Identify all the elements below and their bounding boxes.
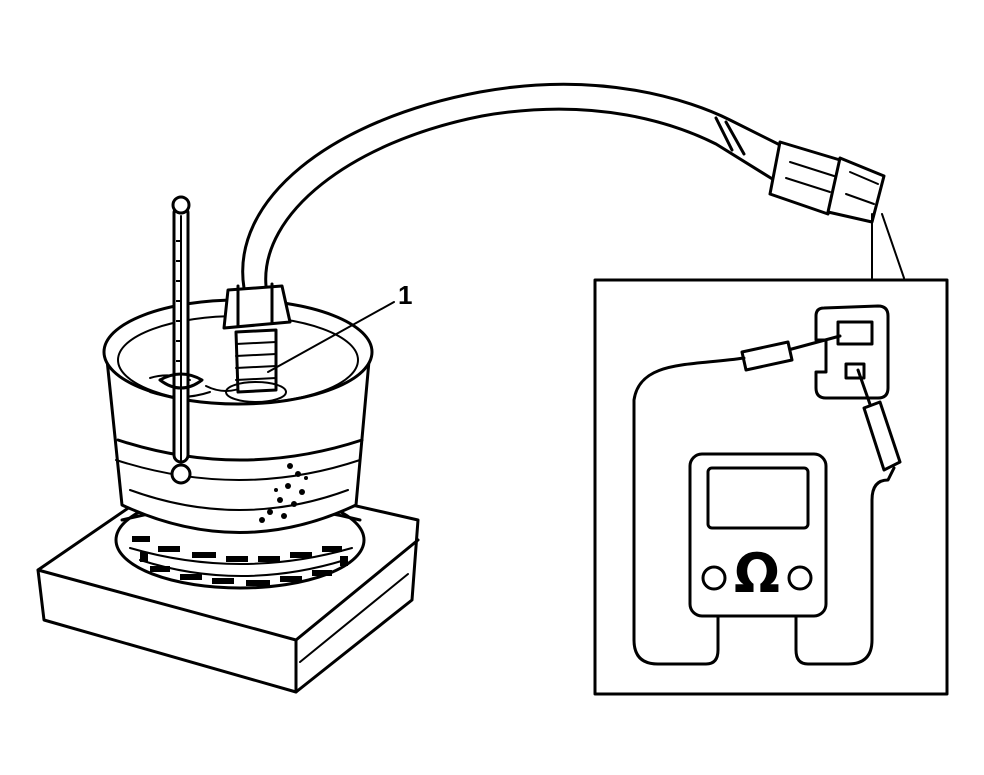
meter-lead-right [794, 466, 896, 666]
meter-display [706, 466, 810, 530]
inset-detail-box: Ω [593, 278, 949, 696]
meter-lead-left [632, 356, 746, 666]
detail-leader-line [881, 213, 905, 279]
temperature-sensor [222, 282, 292, 403]
harness-connector [768, 140, 886, 224]
thermometer [158, 195, 204, 485]
meter-probe-upper [740, 334, 842, 372]
sensor-harness [241, 82, 792, 290]
callout-number: 1 [398, 280, 412, 310]
meter-probe-lower [856, 368, 902, 472]
meter-jack-right [787, 565, 813, 591]
ohm-symbol: Ω [734, 542, 780, 605]
water-beaker [102, 298, 374, 534]
callout-1: 1 [267, 280, 412, 373]
connector-face [814, 304, 890, 400]
meter-jack-left [701, 565, 727, 591]
ohmmeter: Ω [688, 452, 828, 618]
